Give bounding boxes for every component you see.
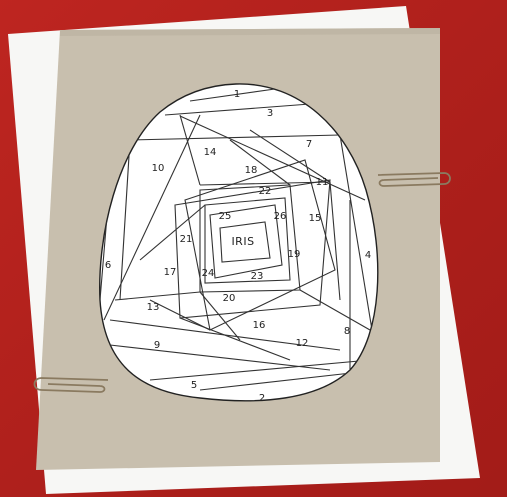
section-number: 11 (316, 177, 329, 188)
section-number: 4 (365, 250, 371, 261)
section-number: 17 (164, 267, 177, 278)
section-number: 23 (251, 271, 264, 282)
section-number: 14 (204, 147, 217, 158)
section-number: 2 (259, 393, 265, 404)
section-number: 12 (296, 338, 309, 349)
center-label-iris: IRIS (231, 235, 254, 248)
section-number: 26 (274, 211, 287, 222)
section-number: 8 (344, 326, 350, 337)
section-number: 22 (259, 186, 272, 197)
section-number: 13 (147, 302, 160, 313)
section-number: 5 (191, 380, 197, 391)
section-number: 3 (267, 108, 273, 119)
section-number: 25 (219, 211, 232, 222)
section-number: 18 (245, 165, 258, 176)
section-number: 9 (154, 340, 160, 351)
section-number: 24 (202, 268, 215, 279)
section-number: 16 (253, 320, 266, 331)
section-number: 6 (105, 260, 111, 271)
section-number: 19 (288, 249, 301, 260)
section-number: 21 (180, 234, 193, 245)
section-number: 10 (152, 163, 165, 174)
section-number: 20 (223, 293, 236, 304)
section-number: 15 (309, 213, 322, 224)
section-number: 7 (306, 139, 312, 150)
section-number: 1 (234, 89, 240, 100)
